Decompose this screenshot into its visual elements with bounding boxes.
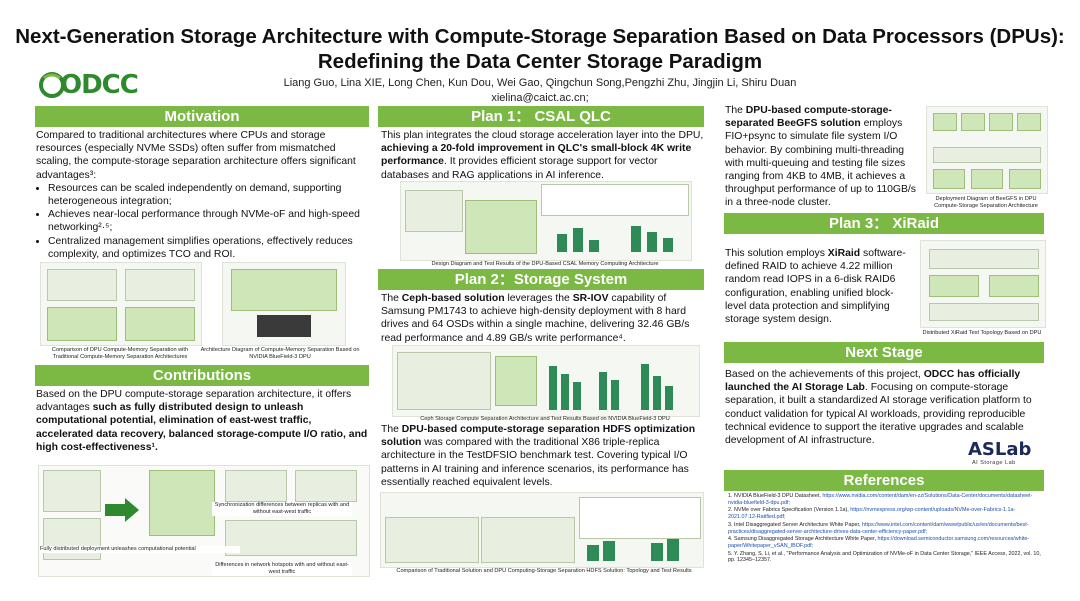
contributions-figure bbox=[38, 465, 370, 577]
motivation-intro: Compared to traditional architectures wh… bbox=[36, 130, 356, 181]
motivation-bullet: Achieves near-local performance through … bbox=[48, 208, 370, 234]
email: xielina@caict.ac.cn; bbox=[491, 92, 589, 104]
contributions-heading: Contributions bbox=[35, 365, 369, 386]
contributions-lead: Based on the DPU compute-storage separat… bbox=[36, 389, 352, 414]
aslab-logo-sub: AI Storage Lab bbox=[972, 460, 1016, 466]
plan2-p1-d: capability of Samsung PM1743 to achieve … bbox=[381, 293, 690, 344]
plan1-caption: Design Diagram and Test Results of the D… bbox=[431, 261, 659, 267]
reference-link[interactable]: https://www.nvidia.com/content/dam/en-zz… bbox=[728, 493, 1033, 506]
beegfs-b: DPU-based compute-storage-separated BeeG… bbox=[725, 105, 892, 130]
plan2-p2-c: was compared with the traditional X86 tr… bbox=[381, 437, 689, 488]
authors: Liang Guo, Lina XIE, Long Chen, Kun Dou,… bbox=[283, 77, 797, 89]
reference-link[interactable]: https://nvmexpress.org/wp-content/upload… bbox=[728, 507, 1016, 521]
reference-item: 3. Intel Disaggregated Server Architectu… bbox=[728, 521, 1029, 535]
motivation-text: Compared to traditional architectures wh… bbox=[36, 129, 370, 261]
plan3-heading: Plan 3： XiRaid bbox=[724, 213, 1044, 234]
plan1-bold: achieving a 20-fold improvement in QLC's… bbox=[381, 143, 692, 168]
motivation-bullets: Resources can be scaled independently on… bbox=[36, 182, 370, 261]
plan2-p1-a: The bbox=[381, 293, 402, 304]
plan1-figure bbox=[400, 181, 692, 261]
plan2-p1-b2: SR-IOV bbox=[572, 293, 609, 304]
reference-item: 1. NVIDIA BlueField-3 DPU Datasheet, htt… bbox=[728, 493, 1033, 506]
plan2-figure-ceph bbox=[392, 345, 700, 417]
motivation-figure-architecture bbox=[222, 262, 346, 346]
plan2-text-1: The Ceph-based solution leverages the SR… bbox=[381, 292, 705, 345]
next-b: ODCC has officially launched the AI Stor… bbox=[725, 369, 1021, 394]
plan1-tail: . It provides efficient storage support … bbox=[381, 156, 658, 181]
odcc-logo-icon bbox=[39, 72, 65, 98]
arrow-right-icon bbox=[105, 498, 139, 522]
plan2-heading: Plan 2：Storage System bbox=[378, 269, 704, 290]
beegfs-text: The DPU-based compute-storage-separated … bbox=[725, 104, 919, 210]
reference-item: 5. Y. Zhang, S. Li, et al., "Performance… bbox=[728, 550, 1041, 564]
plan3-caption: Distributed XiRaid Test Topology Based o… bbox=[922, 330, 1042, 336]
plan3-a: This solution employs bbox=[725, 248, 828, 259]
next-heading: Next Stage bbox=[724, 342, 1044, 363]
motivation-heading: Motivation bbox=[35, 106, 369, 127]
reference-item: 2. NVMe over Fabrics Specification (Vers… bbox=[728, 507, 1016, 521]
plan2-caption-2: Comparison of Traditional Solution and D… bbox=[396, 568, 692, 574]
plan2-p1-b1: Ceph-based solution bbox=[401, 293, 505, 304]
plan1-lead: This plan integrates the cloud storage a… bbox=[381, 130, 704, 141]
beegfs-c: employs FIO+psync to simulate file syste… bbox=[725, 118, 916, 209]
plan2-figure-hdfs bbox=[380, 492, 704, 568]
plan3-c: software-defined RAID to achieve 4.22 mi… bbox=[725, 248, 906, 326]
reference-link[interactable]: https://www.intel.com/content/dam/www/pu… bbox=[728, 521, 1029, 535]
plan3-b: XiRaid bbox=[827, 248, 861, 259]
plan1-text: This plan integrates the cloud storage a… bbox=[381, 129, 705, 182]
beegfs-a: The bbox=[725, 105, 746, 116]
plan2-caption-1: Ceph Storage Compute Separation Architec… bbox=[420, 416, 670, 422]
aslab-logo: ASLab AI Storage Lab bbox=[962, 439, 1044, 468]
plan2-text-2: The DPU-based compute-storage separation… bbox=[381, 423, 705, 489]
motivation-figure-comparison bbox=[40, 262, 202, 346]
contributions-caption-mid: Synchronization differences between repl… bbox=[212, 502, 352, 516]
motivation-caption-1: Comparison of DPU Compute-Memory Separat… bbox=[51, 347, 189, 360]
plan3-text: This solution employs XiRaid software-de… bbox=[725, 247, 909, 326]
reference-link[interactable]: https://download.semiconductor.samsung.c… bbox=[728, 536, 1030, 549]
next-a: Based on the achievements of this projec… bbox=[725, 369, 924, 380]
plan2-p2-a: The bbox=[381, 424, 402, 435]
contributions-text: Based on the DPU compute-storage separat… bbox=[36, 388, 370, 454]
aslab-logo-text: ASLab bbox=[968, 439, 1032, 460]
motivation-caption-2: Architecture Diagram of Compute-Memory S… bbox=[200, 347, 360, 360]
odcc-logo-text: ODCC bbox=[60, 70, 139, 100]
plan1-heading: Plan 1： CSAL QLC bbox=[378, 106, 704, 127]
next-c: . Focusing on compute-storage separation… bbox=[725, 382, 1032, 447]
contributions-caption-bottom: Differences in network hotspots with and… bbox=[212, 562, 352, 576]
plan2-p2-b: DPU-based compute-storage separation HDF… bbox=[381, 424, 696, 449]
references-list: 1. NVIDIA BlueField-3 DPU Datasheet, htt… bbox=[728, 493, 1044, 564]
reference-item: 4. Samsung Disaggregated Storage Archite… bbox=[728, 536, 1030, 549]
next-text: Based on the achievements of this projec… bbox=[725, 368, 1045, 447]
contributions-caption-left: Fully distributed deployment unleashes c… bbox=[40, 546, 240, 553]
contributions-bold: such as fully distributed design to unle… bbox=[36, 402, 368, 453]
motivation-bullet: Resources can be scaled independently on… bbox=[48, 182, 370, 208]
beegfs-figure bbox=[926, 106, 1048, 194]
references-heading: References bbox=[724, 470, 1044, 491]
beegfs-caption: Deployment Diagram of BeeGFS in DPU Comp… bbox=[934, 196, 1038, 209]
motivation-bullet: Centralized management simplifies operat… bbox=[48, 235, 370, 261]
odcc-logo: ODCC bbox=[38, 68, 158, 102]
poster-title: Next-Generation Storage Architecture wit… bbox=[15, 25, 1065, 73]
plan2-p1-c: leverages the bbox=[504, 293, 573, 304]
plan3-figure bbox=[920, 240, 1046, 328]
dpu-card-image bbox=[257, 315, 311, 337]
